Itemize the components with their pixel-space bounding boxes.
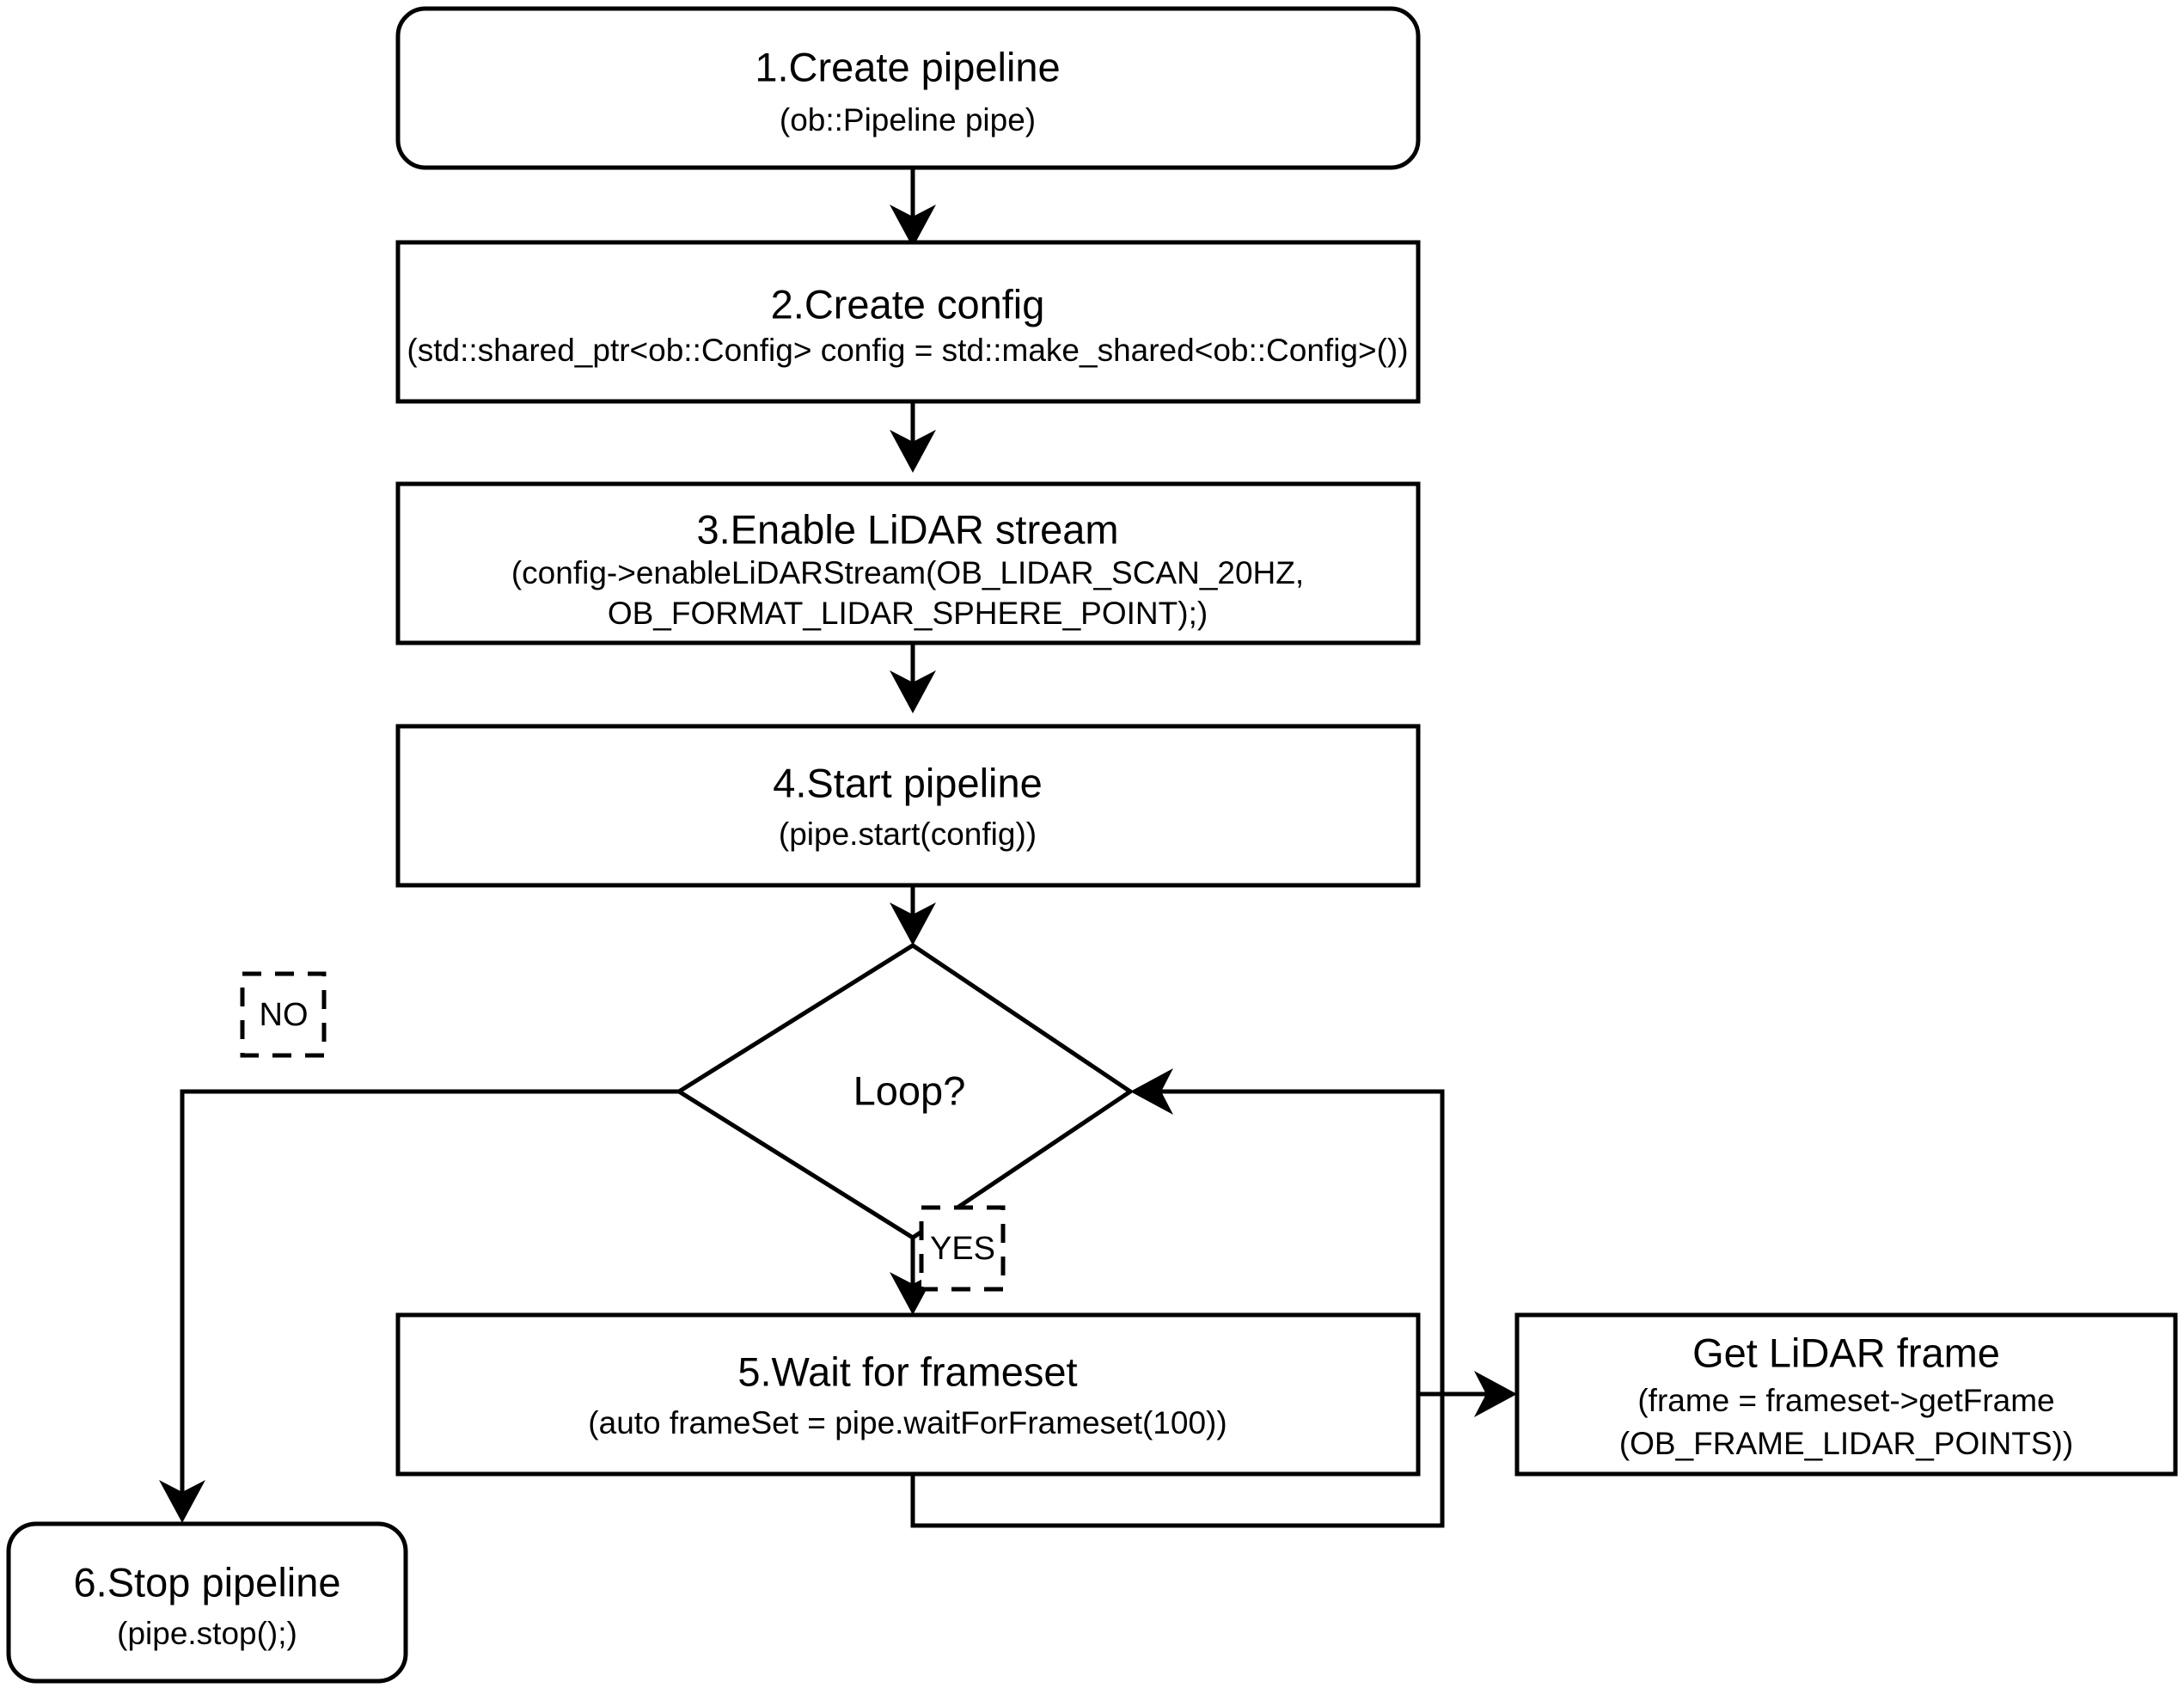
get-lidar-frame-shape[interactable] [1514,1312,2178,1477]
loop-decision-shape[interactable] [675,943,1135,1240]
edge-start-pipeline-to-loop-decision [890,885,936,945]
edge-wait-for-frameset-to-get-lidar-frame [1418,1371,1517,1417]
create-config-subtitle: (std::shared_ptr<ob::Config> config = st… [407,333,1408,368]
edge-enable-lidar-stream-to-start-pipeline [890,643,936,713]
create-pipeline-title: 1.Create pipeline [755,44,1060,89]
edge-create-config-to-enable-lidar-stream [890,401,936,473]
node-loop-decision[interactable]: Loop? [675,943,1135,1240]
enable-lidar-stream-subtitle-1: (config->enableLiDARStream(OB_LIDAR_SCAN… [511,555,1304,590]
edge-loop-no-to-stop-pipeline [159,1089,679,1523]
enable-lidar-stream-shape[interactable] [395,481,1421,645]
wait-for-frameset-title: 5.Wait for frameset [737,1348,1077,1394]
node-create-config[interactable]: 2.Create config (std::shared_ptr<ob::Con… [395,240,1421,404]
no-label-box [240,971,327,1058]
get-lidar-frame-subtitle-1: (frame = frameset->getFrame [1637,1383,2054,1418]
start-pipeline-title: 4.Start pipeline [773,760,1043,805]
node-create-pipeline[interactable]: 1.Create pipeline (ob::Pipeline pipe) [395,6,1421,170]
enable-lidar-stream-subtitle-2: OB_FORMAT_LIDAR_SPHERE_POINT);) [608,596,1208,631]
wait-for-frameset-shape[interactable] [395,1312,1421,1477]
get-lidar-frame-title: Get LiDAR frame [1692,1330,2000,1375]
node-start-pipeline[interactable]: 4.Start pipeline (pipe.start(config)) [395,724,1421,888]
stop-pipeline-subtitle: (pipe.stop();) [117,1616,297,1651]
node-enable-lidar-stream[interactable]: 3.Enable LiDAR stream (config->enableLiD… [395,481,1421,645]
loop-decision-label: Loop? [853,1067,966,1113]
edge-loop-back-to-loop-decision [910,1068,1445,1528]
start-pipeline-subtitle: (pipe.start(config)) [779,816,1037,852]
start-pipeline-shape[interactable] [395,724,1421,888]
no-label-text: NO [260,997,309,1033]
wait-for-frameset-subtitle: (auto frameSet = pipe.waitForFrameset(10… [588,1405,1227,1440]
node-get-lidar-frame[interactable]: Get LiDAR frame (frame = frameset->getFr… [1514,1312,2178,1477]
enable-lidar-stream-title: 3.Enable LiDAR stream [696,506,1118,552]
yes-label-box [919,1205,1006,1292]
node-wait-for-frameset[interactable]: 5.Wait for frameset (auto frameSet = pip… [395,1312,1421,1477]
branch-label-no: NO [240,971,327,1058]
get-lidar-frame-subtitle-2: (OB_FRAME_LIDAR_POINTS)) [1619,1426,2073,1461]
stop-pipeline-shape[interactable] [6,1521,408,1684]
create-config-title: 2.Create config [771,281,1045,327]
create-pipeline-shape[interactable] [395,6,1421,170]
node-stop-pipeline[interactable]: 6.Stop pipeline (pipe.stop();) [6,1521,408,1684]
branch-label-yes: YES [919,1205,1006,1292]
create-pipeline-subtitle: (ob::Pipeline pipe) [780,102,1036,138]
edge-create-pipeline-to-create-config [890,168,936,248]
yes-label-text: YES [930,1231,995,1267]
stop-pipeline-title: 6.Stop pipeline [74,1559,341,1605]
edges-layer [159,168,1517,1528]
create-config-shape[interactable] [395,240,1421,404]
